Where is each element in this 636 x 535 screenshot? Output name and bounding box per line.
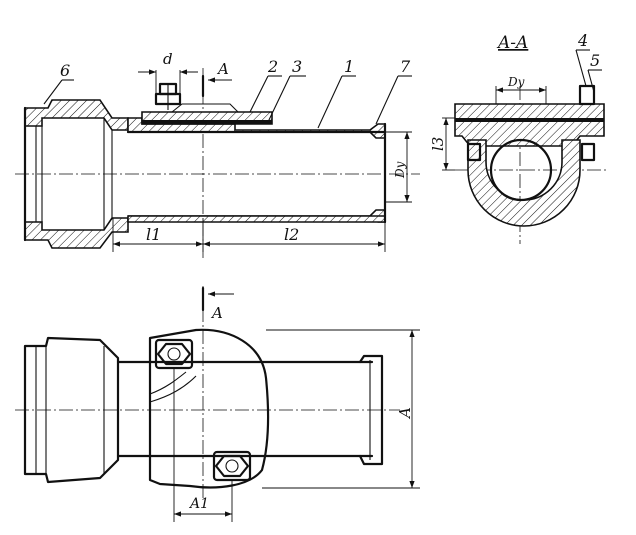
a1-dimension-label: A1	[188, 496, 209, 512]
part-4-label: 4	[577, 31, 588, 50]
section-mark-plan: A	[210, 304, 223, 322]
dy-label-front: Dy	[393, 161, 407, 179]
l2-label: l2	[284, 225, 299, 244]
part-5-label: 5	[590, 51, 600, 70]
part-1-label: 1	[344, 57, 354, 76]
section-title: A-A	[496, 33, 528, 53]
a-dimension-label: A	[396, 407, 414, 420]
section-a-a-view: A-A Dy l3 4 5	[429, 31, 608, 244]
l3-label: l3	[429, 137, 447, 151]
l1-label: l1	[146, 225, 161, 244]
upper-nut	[154, 338, 194, 370]
part-6-label: 6	[60, 61, 70, 80]
section-mark-top: A	[216, 60, 229, 78]
dy-label-section: Dy	[507, 75, 525, 89]
part-7-label: 7	[400, 57, 411, 76]
plan-view: A A A1	[15, 286, 420, 522]
d-label: d	[163, 50, 173, 68]
part-2-label: 2	[267, 57, 278, 76]
part-3-label: 3	[292, 57, 302, 76]
front-section-view: Dy l1 l2 d A 6 2 3 1 7	[15, 50, 420, 260]
